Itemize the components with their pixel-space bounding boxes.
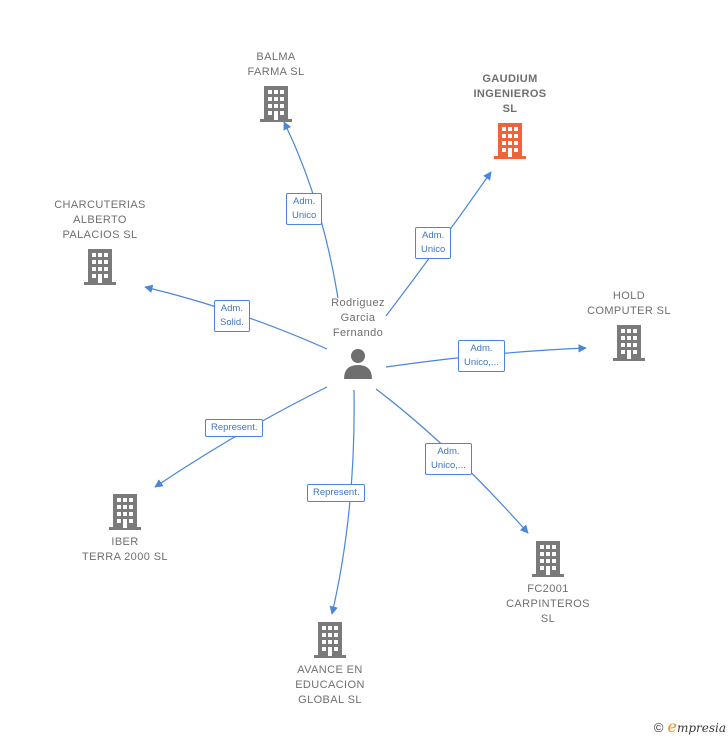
company-gaudium[interactable]: GAUDIUM INGENIEROS SL [454, 72, 566, 164]
company-fc2001[interactable]: FC2001 CARPINTEROS SL [494, 541, 602, 627]
relation-label-balma[interactable]: Adm. Unico [286, 193, 323, 225]
company-iber[interactable]: IBER TERRA 2000 SL [70, 494, 180, 565]
relation-label-hold[interactable]: Adm. Unico,... [458, 340, 505, 372]
company-name: IBER TERRA 2000 SL [82, 536, 168, 563]
center-person-name: Rodriguez Garcia Fernando [331, 297, 385, 339]
company-avance[interactable]: AVANCE EN EDUCACION GLOBAL SL [280, 622, 380, 708]
company-name: HOLD COMPUTER SL [587, 290, 671, 317]
relation-label-gaudium[interactable]: Adm. Unico [415, 227, 452, 259]
relation-label-fc2001[interactable]: Adm. Unico,... [425, 443, 472, 475]
building-icon [260, 86, 292, 122]
company-name: GAUDIUM INGENIEROS SL [473, 73, 547, 115]
building-icon [84, 249, 116, 285]
company-name: CHARCUTERIAS ALBERTO PALACIOS SL [54, 199, 146, 241]
company-name: FC2001 CARPINTEROS SL [506, 583, 590, 625]
edge-iber [154, 386, 328, 488]
brand-initial: e [667, 717, 677, 736]
building-icon [613, 325, 645, 361]
empresia-brand[interactable]: ©empresia [654, 717, 726, 736]
building-icon-highlighted [494, 123, 526, 159]
brand-name: mpresia [676, 721, 726, 735]
company-balma[interactable]: BALMA FARMA SL [226, 50, 326, 127]
company-charcuterias[interactable]: CHARCUTERIAS ALBERTO PALACIOS SL [40, 198, 160, 290]
copyright-symbol: © [653, 720, 664, 735]
building-icon [314, 622, 346, 658]
relation-label-iber[interactable]: Represent. [205, 419, 264, 437]
edge-avance [329, 389, 355, 615]
relation-label-avance[interactable]: Represent. [307, 484, 366, 502]
company-name: AVANCE EN EDUCACION GLOBAL SL [295, 664, 365, 706]
company-name: BALMA FARMA SL [247, 51, 305, 78]
person-icon [344, 349, 372, 379]
relation-label-charcuterias[interactable]: Adm. Solid. [214, 300, 250, 332]
building-icon [532, 541, 564, 577]
company-hold[interactable]: HOLD COMPUTER SL [576, 289, 682, 366]
center-person[interactable]: Rodriguez Garcia Fernando [310, 296, 406, 384]
building-icon [109, 494, 141, 530]
